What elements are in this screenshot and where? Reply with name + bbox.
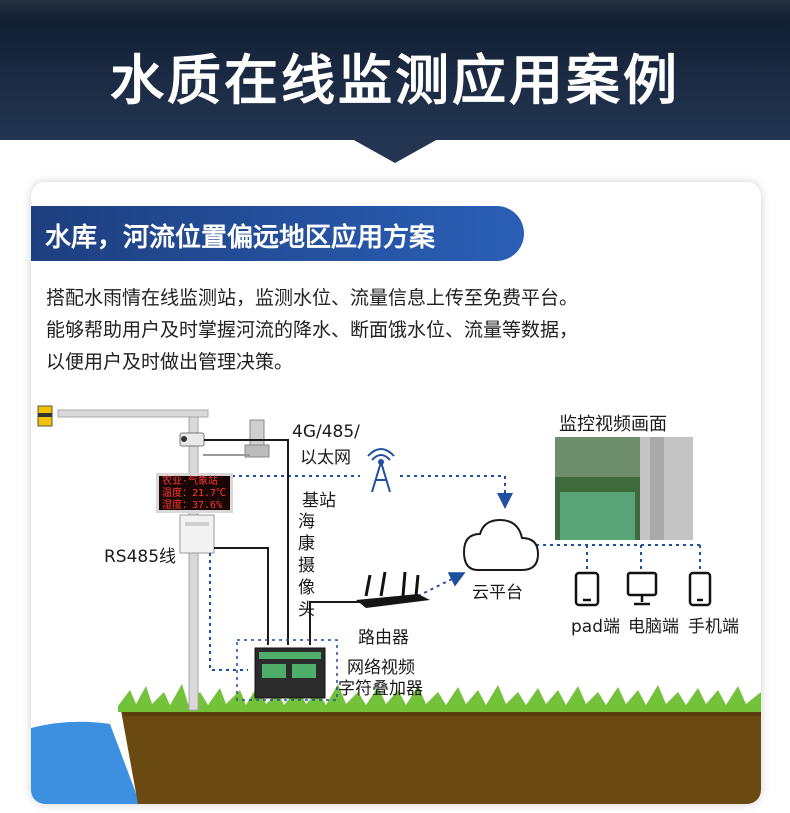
cloud-icon xyxy=(462,518,540,571)
link-router-cloud xyxy=(417,572,466,597)
led-line: 农业·气象站 xyxy=(162,476,219,487)
section-title: 水库，河流位置偏远地区应用方案 xyxy=(45,223,436,253)
cloud-label: 云平台 xyxy=(472,583,523,603)
camera-label-char: 摄 xyxy=(298,556,315,576)
header-banner: 水质在线监测应用案例 xyxy=(0,0,790,163)
led-line: 湿度：37.6% xyxy=(162,500,223,511)
description-line: 搭配水雨情在线监测站，监测水位、流量信息上传至免费平台。 xyxy=(46,287,579,309)
ground xyxy=(120,705,761,804)
page-title: 水质在线监测应用案例 xyxy=(110,49,680,112)
camera-label-char: 康 xyxy=(298,534,315,554)
link-basestation-cloud xyxy=(400,475,513,509)
description-line: 能够帮助用户及时掌握河流的降水、断面饿水位、流量等数据， xyxy=(46,319,579,341)
cable-router xyxy=(309,601,375,645)
description-line: 以便用户及时做出管理决策。 xyxy=(46,351,294,373)
header-sheen xyxy=(0,0,790,22)
description: 搭配水雨情在线监测站，监测水位、流量信息上传至免费平台。 能够帮助用户及时掌握河… xyxy=(46,282,746,378)
video-frame xyxy=(555,437,693,540)
control-cabinet xyxy=(179,514,215,554)
phone-icon xyxy=(688,571,712,607)
overlay-frame xyxy=(236,639,338,701)
rs485-label: RS485线 xyxy=(104,547,177,567)
camera-label-char: 海 xyxy=(298,512,315,532)
water xyxy=(31,721,140,804)
led-display: 农业·气象站 温度：21.7℃ 湿度：37.6% xyxy=(156,473,233,513)
led-line: 温度：21.7℃ xyxy=(162,488,227,499)
device-label-pc: 电脑端 xyxy=(628,617,679,637)
camera-label-char: 像 xyxy=(298,578,315,598)
router-label: 路由器 xyxy=(358,628,409,648)
cable-sensor xyxy=(214,547,269,645)
router-icon xyxy=(356,571,430,608)
overlay-label-line1: 网络视频 xyxy=(347,658,415,678)
network-label-line1: 4G/485/ xyxy=(292,422,360,442)
monitor-title: 监控视频画面 xyxy=(559,414,667,435)
grass xyxy=(118,684,761,712)
device-label-pad: pad端 xyxy=(571,617,620,637)
station-pole xyxy=(188,409,199,711)
header-notch xyxy=(352,139,438,163)
device-label-phone: 手机端 xyxy=(688,617,739,637)
camera-label: 海 康 摄 像 头 xyxy=(298,511,318,621)
link-rs485 xyxy=(209,553,248,671)
cable-camera xyxy=(204,439,289,645)
camera-label-char: 头 xyxy=(298,600,315,620)
network-label-line2: 以太网 xyxy=(300,448,351,468)
overlay-device xyxy=(254,647,326,699)
overlay-label-line2: 字符叠加器 xyxy=(338,679,423,699)
base-station-label: 基站 xyxy=(302,491,336,511)
pad-icon xyxy=(574,571,600,607)
computer-icon xyxy=(626,571,658,606)
base-station-icon xyxy=(367,448,395,493)
section-header: 水库，河流位置偏远地区应用方案 xyxy=(31,206,524,261)
crossarm xyxy=(57,409,209,418)
